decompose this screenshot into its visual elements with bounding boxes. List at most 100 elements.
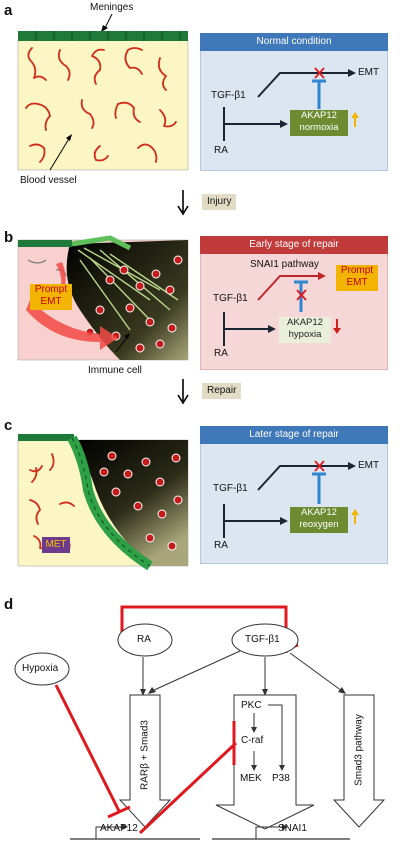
tgf-to-emt-arrow [257, 72, 350, 98]
panel-b-hypoxia-text: hypoxia [288, 329, 322, 340]
panel-a-akap12-box: AKAP12 normoxia [290, 110, 348, 136]
injury-down-arrow [177, 190, 189, 216]
panel-a-blood-vessels [25, 47, 177, 163]
panel-c-akap12-text: AKAP12 [301, 507, 337, 518]
panel-a-tissue-illustration [17, 13, 189, 171]
normal-condition-title: Normal condition [200, 33, 388, 51]
red-x-block-icon [314, 460, 325, 472]
up-arrow-icon [351, 509, 359, 524]
hypoxia-inhibits-rarb-bar [107, 805, 131, 819]
up-arrow-icon [351, 112, 359, 127]
prompt-emt-arrow [26, 300, 118, 350]
met-label: MET [42, 537, 70, 553]
tissue-prompt-text: Prompt [34, 284, 68, 295]
smad3-pathway-block-arrow [332, 694, 386, 828]
panel-b-ra-label: RA [214, 348, 228, 359]
tissue-prompt-emt-box: Prompt EMT [30, 284, 72, 310]
blood-vessel-pointer-head [66, 134, 72, 141]
pkc-pathway-block-arrow [215, 694, 315, 830]
prompt-emt-box: Prompt EMT [336, 265, 378, 291]
hypoxia-node [14, 652, 70, 686]
red-x-block-icon [314, 67, 325, 79]
panel-a-letter: a [4, 2, 13, 19]
panel-a-tgf-label: TGF-β1 [211, 90, 246, 101]
akap12-tss-arrow [95, 826, 124, 839]
panel-a-emt-label: EMT [358, 67, 380, 78]
ra-to-akap12-arrowhead [268, 325, 276, 333]
hypoxia-inhibits-rarb-line [54, 684, 122, 814]
rarb-smad3-label: RARβ + Smad3 [139, 720, 151, 790]
panel-b-akap12-text: AKAP12 [287, 317, 323, 328]
panel-b-pathway-diagram [223, 272, 326, 346]
immune-cell-pointer [115, 335, 129, 353]
ra-to-akap12-arrowhead [280, 120, 288, 128]
panel-b-early-repair-box [200, 236, 388, 370]
panel-b-letter: b [4, 229, 14, 246]
panel-d-letter: d [4, 596, 14, 613]
tgf-node [231, 623, 299, 657]
early-stage-repair-title: Early stage of repair [200, 236, 388, 254]
emt-text: EMT [346, 277, 368, 288]
panel-c-blood-vessels [29, 453, 75, 553]
repair-down-arrow [177, 379, 189, 405]
ra-node [117, 623, 173, 657]
panel-b-akap12-box: AKAP12 hypoxia [279, 317, 331, 343]
panel-c-tgf-label: TGF-β1 [213, 483, 248, 494]
later-stage-repair-title: Later stage of repair [200, 426, 388, 444]
tgf-to-emt-arrowhead [348, 462, 356, 470]
panel-b-meninges [18, 235, 132, 251]
panel-b-immune-cells [85, 255, 183, 353]
tgf-to-rarb-arrow [151, 650, 241, 692]
ra-node-label: RA [137, 634, 151, 645]
panel-a-pathway-diagram [223, 67, 356, 141]
hypoxia-node-label: Hypoxia [22, 663, 59, 674]
ra-to-akap12-arrowhead [280, 517, 288, 525]
akap12-inhibits-pkc-line [138, 741, 238, 835]
panel-c-tissue-illustration [17, 434, 189, 570]
p38-label: P38 [272, 773, 290, 784]
panel-c-ra-label: RA [214, 540, 228, 551]
craf-label: C-raf [241, 735, 264, 746]
pkc-label: PKC [241, 700, 262, 711]
blood-vessel-label: Blood vessel [20, 175, 77, 186]
tgf-to-smad3-arrow [289, 652, 343, 692]
panel-a-normoxia-text: normoxia [299, 122, 339, 133]
panel-a-meninges [18, 31, 188, 41]
panel-b-tgf-label: TGF-β1 [213, 293, 248, 304]
tissue-emt-text: EMT [40, 296, 62, 307]
panel-a-akap12-text: AKAP12 [301, 110, 337, 121]
repair-label: Repair [202, 383, 242, 399]
mek-label: MEK [240, 773, 262, 784]
blood-vessel-pointer [49, 136, 71, 171]
rarb-smad3-block-arrow [118, 694, 172, 828]
panel-c-pathway-diagram [223, 460, 356, 538]
panel-a-ra-label: RA [214, 145, 228, 156]
panel-c-emt-label: EMT [358, 460, 380, 471]
akap12-gene-label: AKAP12 [100, 823, 138, 834]
smad3-pathway-label: Smad3 pathway [353, 714, 365, 786]
panel-c-immune-cells [99, 451, 183, 551]
panel-c-reoxygen-text: reoxygen [299, 519, 339, 530]
injury-label: Injury [202, 194, 237, 210]
meninges-label: Meninges [90, 2, 134, 13]
immune-cell-label: Immune cell [88, 365, 142, 376]
tgf-to-prompt-emt-arrowhead [318, 272, 326, 280]
panel-b-tissue-illustration [17, 235, 189, 361]
panel-c-akap12-box: AKAP12 reoxygen [290, 507, 348, 533]
snai1-tss-arrow [255, 826, 284, 839]
tgf-node-label: TGF-β1 [245, 634, 280, 645]
panel-c-scar-border-inner [71, 437, 151, 567]
prompt-text: Prompt [340, 265, 374, 276]
immune-cell-pointer-head [124, 333, 130, 339]
snai1-pathway-label: SNAI1 pathway [250, 259, 319, 270]
tgf-to-emt-arrow [257, 465, 350, 491]
red-x-block-icon [296, 289, 307, 301]
meninges-pointer-head [101, 25, 108, 32]
panel-d-signaling-diagram [14, 605, 386, 840]
snai1-gene-label: SNAI1 [278, 823, 307, 834]
tgf-to-emt-arrowhead [348, 69, 356, 77]
panel-c-meninges [18, 434, 74, 441]
pkc-to-p38-arrow [268, 704, 283, 767]
panel-c-letter: c [4, 417, 13, 434]
down-arrow-icon [333, 319, 341, 334]
